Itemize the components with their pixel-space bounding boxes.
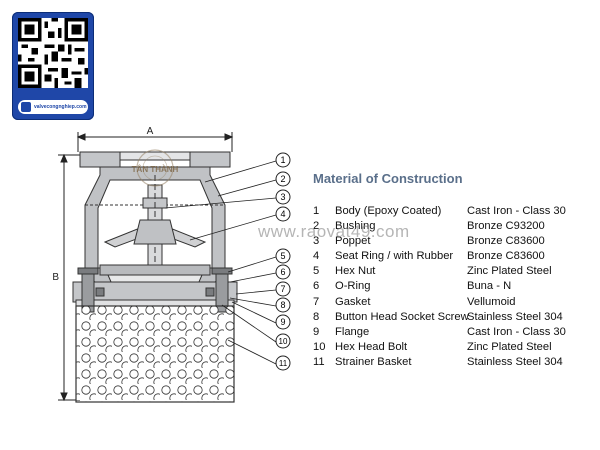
materials-title: Material of Construction: [313, 171, 463, 186]
row-number: 2: [313, 220, 320, 233]
row-number: 11: [313, 355, 325, 368]
callout-4: 4: [275, 206, 291, 222]
poppet: [103, 219, 207, 248]
part-name: Body (Epoxy Coated): [335, 205, 442, 217]
top-flange: [79, 151, 231, 168]
callout-1: 1: [275, 152, 291, 168]
material-value: Vellumoid: [467, 295, 516, 308]
material-row: 5 Hex Nut Zinc Plated Steel: [313, 264, 598, 279]
phone-icon: [21, 102, 31, 112]
svg-text:6: 6: [280, 267, 285, 277]
svg-text:9: 9: [280, 317, 285, 327]
svg-text:4: 4: [280, 209, 285, 219]
part-name: O-Ring: [335, 280, 371, 293]
svg-text:2: 2: [280, 174, 285, 184]
svg-text:5: 5: [280, 251, 285, 261]
material-value: Stainless Steel 304: [467, 310, 563, 323]
callouts: 1 2 3 4 5 6 7 8 9 10 11: [275, 152, 291, 371]
part-name: Gasket: [335, 295, 371, 308]
row-number: 3: [313, 235, 320, 248]
material-row: 11 Strainer Basket Stainless Steel 304: [313, 355, 598, 370]
material-row: 7 Gasket Vellumoid: [313, 295, 598, 310]
part-name: Flange: [335, 325, 370, 338]
material-row: 9 Flange Cast Iron - Class 30: [313, 325, 598, 340]
material-row: 4 Seat Ring / with Rubber Bronze C83600: [313, 249, 598, 264]
site-link[interactable]: valvecongnghiep.com: [18, 100, 88, 114]
part-name: Hex Nut: [335, 265, 376, 278]
row-number: 1: [313, 205, 320, 217]
callout-5: 5: [275, 248, 291, 264]
material-value: Bronze C83600: [467, 250, 545, 263]
watermark-text: www.raovat49.com: [258, 222, 410, 241]
row-number: 4: [313, 250, 320, 263]
svg-text:3: 3: [280, 192, 285, 202]
callout-10: 10: [275, 333, 291, 349]
materials-table: 1 Body (Epoxy Coated) Cast Iron - Class 30…: [313, 204, 598, 370]
material-value: Cast Iron - Class 30: [467, 325, 566, 338]
row-number: 9: [313, 325, 320, 338]
material-value: Stainless Steel 304: [467, 355, 563, 368]
part-name: Strainer Basket: [335, 355, 412, 368]
svg-text:11: 11: [279, 359, 288, 368]
stamp-text: TÂN THÀNH: [132, 165, 179, 174]
callout-6: 6: [275, 264, 291, 280]
row-number: 5: [313, 265, 320, 278]
qr-code-icon: [18, 18, 88, 88]
row-number: 7: [313, 295, 320, 308]
row-number: 6: [313, 280, 320, 293]
material-value: Bronze C83600: [467, 235, 545, 248]
strainer-basket: [75, 305, 235, 403]
part-name: Poppet: [335, 235, 371, 248]
row-number: 8: [313, 310, 320, 323]
svg-text:7: 7: [280, 284, 285, 294]
material-value: Zinc Plated Steel: [467, 340, 552, 353]
material-row: 10 Hex Head Bolt Zinc Plated Steel: [313, 340, 598, 355]
callout-11: 11: [275, 355, 291, 371]
material-row: 3 Poppet Bronze C83600: [313, 234, 598, 249]
material-value: Zinc Plated Steel: [467, 265, 552, 278]
material-value: Cast Iron - Class 30: [467, 205, 566, 217]
callout-9: 9: [275, 314, 291, 330]
material-row: 6 O-Ring Buna - N: [313, 279, 598, 294]
callout-2: 2: [275, 171, 291, 187]
site-url: valvecongnghiep.com: [34, 104, 87, 110]
part-name: Bushing: [335, 220, 376, 233]
part-name: Seat Ring / with Rubber: [335, 250, 454, 263]
row-number: 10: [313, 340, 326, 353]
material-value: Bronze C93200: [467, 220, 545, 233]
svg-text:8: 8: [280, 300, 285, 310]
callout-3: 3: [275, 189, 291, 205]
dimension-b-label: B: [52, 272, 59, 283]
tan-thanh-stamp: TÂN THÀNH: [132, 149, 179, 187]
part-name: Hex Head Bolt: [335, 340, 408, 353]
dimension-a: [76, 132, 234, 152]
material-row: 1 Body (Epoxy Coated) Cast Iron - Class 30: [313, 204, 598, 219]
qr-badge[interactable]: valvecongnghiep.com: [12, 12, 94, 120]
callout-7: 7: [275, 281, 291, 297]
svg-text:1: 1: [280, 155, 285, 165]
callout-8: 8: [275, 297, 291, 313]
material-row: 2 Bushing Bronze C93200: [313, 219, 598, 234]
material-value: Buna - N: [467, 280, 512, 293]
svg-text:10: 10: [279, 337, 288, 346]
leader-lines: [164, 160, 277, 365]
lower-flange: [72, 267, 238, 313]
dimension-a-label: A: [147, 126, 154, 137]
part-name: Button Head Socket Screw: [335, 310, 469, 323]
